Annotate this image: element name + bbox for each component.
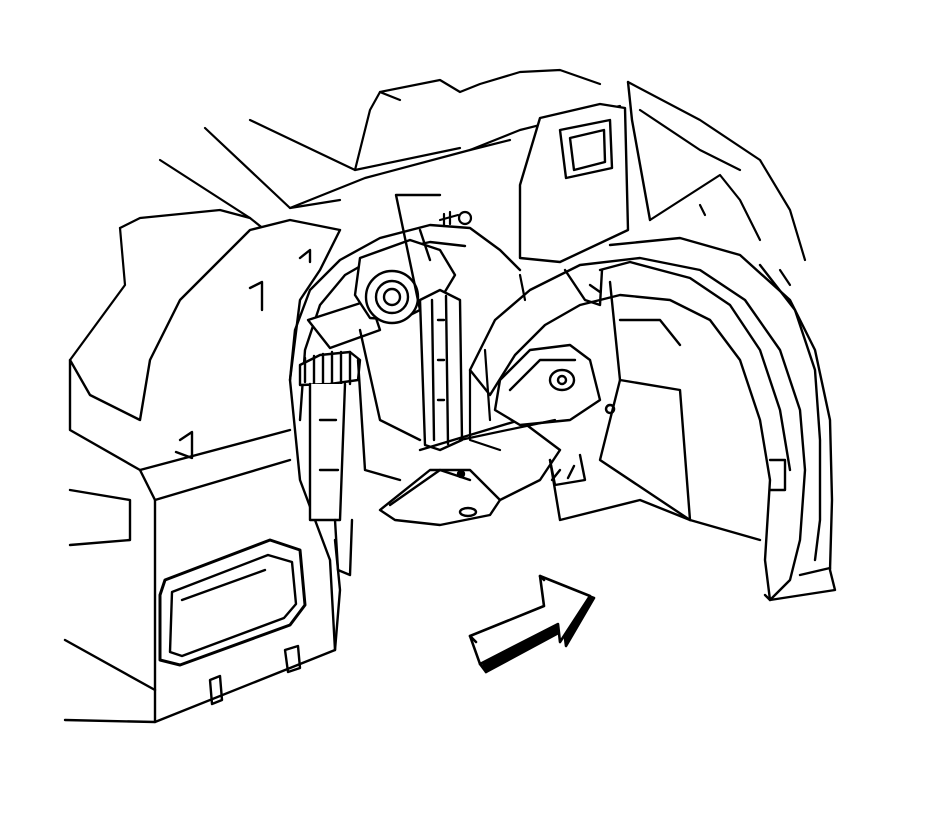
inner-wheelhouse: [468, 256, 807, 602]
center-vertical-channel: [356, 288, 464, 482]
strut-mount-bracket: [493, 343, 602, 487]
left-quarter-trim-panel: [63, 218, 342, 724]
arrow-right-3d-icon: [468, 574, 596, 674]
floor-lines: [458, 273, 557, 452]
wheel-arch-flange: [608, 236, 837, 602]
bolt-icon: [438, 210, 473, 228]
upper-quarter-panel: [518, 80, 652, 264]
lower-mount-base: [378, 418, 562, 527]
